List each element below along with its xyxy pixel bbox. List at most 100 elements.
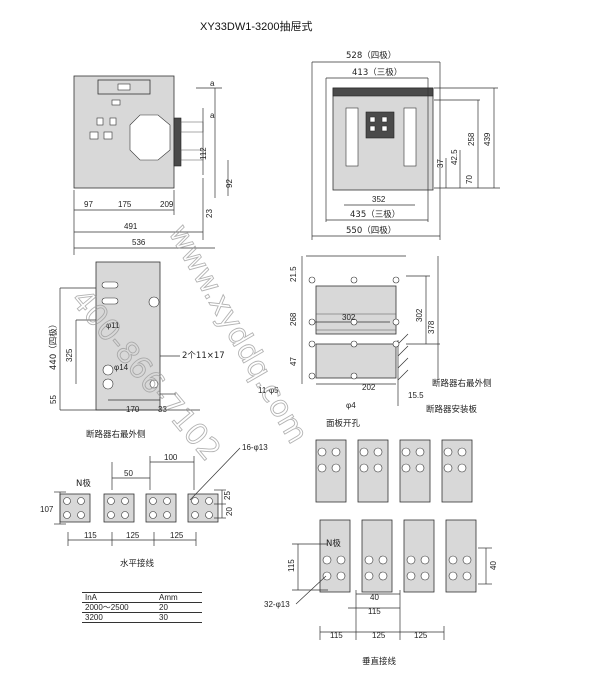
- v-n-label: N极: [326, 538, 341, 549]
- side-dim-112: 112: [199, 147, 208, 160]
- terminal-hole: [317, 447, 327, 457]
- horizontal-dim-lines: [54, 447, 241, 546]
- mount-dim-440: 440（四极）: [48, 320, 59, 370]
- h-n-label: N极: [76, 478, 91, 489]
- busbar: [361, 519, 393, 593]
- mounting-hole: [350, 318, 358, 326]
- v-dim-125b: 125: [414, 631, 428, 640]
- side-dim-97: 97: [84, 200, 93, 209]
- terminal-hole: [63, 497, 71, 505]
- h-dim-125a: 125: [126, 531, 140, 540]
- terminal-hole: [107, 511, 115, 519]
- terminal-hole: [401, 447, 411, 457]
- terminal-hole: [322, 555, 332, 565]
- terminal-hole: [77, 511, 85, 519]
- table-row: 3200 30: [82, 612, 202, 623]
- terminal-hole: [415, 447, 425, 457]
- current-table-cell: 30: [156, 612, 202, 623]
- mount-dim-phi11: φ11: [106, 321, 120, 330]
- terminal-hole: [63, 511, 71, 519]
- terminal-hole: [364, 571, 374, 581]
- mounting-hole: [392, 318, 400, 326]
- front-dim-439: 439: [483, 132, 492, 146]
- mounting-hole: [308, 340, 316, 348]
- busbar: [403, 519, 435, 593]
- cut-dim-phi4: φ4: [346, 401, 356, 410]
- current-table-header-ina: InA: [82, 592, 156, 603]
- side-dim-a1: a: [210, 79, 215, 88]
- terminal-hole: [378, 555, 388, 565]
- front-view: [311, 61, 500, 240]
- cut-dim-21-5: 21.5: [289, 266, 298, 282]
- mount-dim-phi14: φ14: [114, 363, 129, 372]
- h-dim-115: 115: [84, 531, 97, 540]
- panel-cutout-holes: [308, 276, 400, 380]
- terminal-hole: [457, 463, 467, 473]
- cut-label-side: 断路器右最外侧: [432, 378, 492, 389]
- mount-dim-170: 170: [126, 405, 140, 414]
- mount-caption: 断路器右最外侧: [86, 429, 146, 440]
- v-caption: 垂直接线: [362, 656, 397, 667]
- v-dim-115b: 115: [330, 631, 343, 640]
- mount-dim-33: 33: [158, 405, 167, 414]
- terminal-hole: [205, 497, 213, 505]
- terminal-hole: [420, 555, 430, 565]
- front-dim-258: 258: [467, 132, 476, 146]
- terminal-hole: [107, 497, 115, 505]
- h-dim-50: 50: [124, 469, 133, 478]
- front-dim-37: 37: [436, 159, 445, 168]
- mounting-hole: [308, 276, 316, 284]
- cut-dim-302-h: 302: [342, 313, 356, 322]
- terminal-hole: [359, 463, 369, 473]
- terminal-hole: [401, 463, 411, 473]
- terminal-hole: [336, 555, 346, 565]
- mount-dim-2x11x17: 2个11×17: [182, 351, 225, 361]
- terminal-hole: [121, 511, 129, 519]
- mounting-hole: [308, 318, 316, 326]
- side-dim-536: 536: [132, 238, 146, 247]
- mounting-hole: [350, 340, 358, 348]
- current-table-header: InA Amm: [82, 592, 202, 603]
- terminal-hole: [378, 571, 388, 581]
- front-dim-435: 435（三极）: [350, 209, 400, 220]
- cut-dim-11-phi5: 11-φ5: [258, 386, 279, 395]
- mount-dim-325: 325: [65, 348, 74, 362]
- terminal-hole: [373, 463, 383, 473]
- current-table-header-amm: Amm: [156, 592, 202, 603]
- terminal-hole: [448, 571, 458, 581]
- terminal-hole: [336, 571, 346, 581]
- mounting-hole: [392, 340, 400, 348]
- table-row: 2000～2500 20: [82, 602, 202, 613]
- cut-dim-202: 202: [362, 383, 376, 392]
- terminal-hole: [462, 571, 472, 581]
- mounting-hole: [308, 372, 316, 380]
- terminal-hole: [149, 511, 157, 519]
- front-dim-528: 528（四极）: [346, 50, 396, 61]
- vertical-busbars: [315, 439, 477, 593]
- v-dim-115-left: 115: [287, 559, 296, 572]
- v-dim-40: 40: [370, 593, 379, 602]
- side-dim-491: 491: [124, 222, 138, 231]
- cut-dim-15-5: 15.5: [408, 391, 424, 400]
- front-dim-42-5: 42.5: [450, 149, 459, 165]
- terminal-hole: [322, 571, 332, 581]
- side-mount-view: [59, 261, 200, 411]
- side-dim-92: 92: [225, 179, 234, 188]
- v-dim-115a: 115: [368, 607, 381, 616]
- cut-dim-268: 268: [289, 312, 298, 326]
- terminal-hole: [406, 555, 416, 565]
- drawing-title: XY33DW1-3200抽屉式: [200, 19, 313, 33]
- mounting-hole: [392, 276, 400, 284]
- terminal-hole: [457, 447, 467, 457]
- cut-dim-378: 378: [427, 320, 436, 334]
- front-dim-550: 550（四极）: [346, 225, 396, 236]
- cut-label-plate: 断路器安装板: [426, 404, 478, 415]
- terminal-hole: [77, 497, 85, 505]
- current-table-cell: 3200: [82, 612, 156, 623]
- h-caption: 水平接线: [120, 558, 155, 569]
- terminal-hole: [317, 463, 327, 473]
- current-table-cell: 20: [156, 602, 202, 613]
- side-dim-23: 23: [205, 209, 214, 218]
- cut-dim-302-v: 302: [415, 308, 424, 322]
